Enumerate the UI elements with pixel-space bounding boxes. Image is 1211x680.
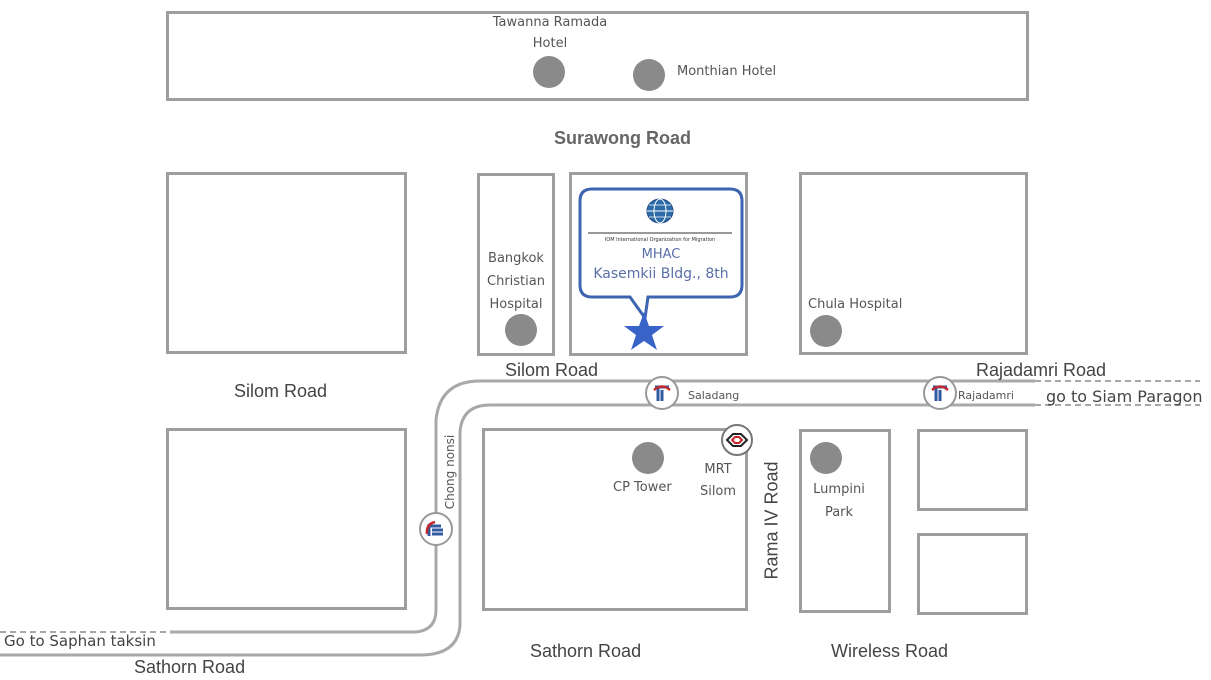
cp-tower-label: CP Tower — [613, 480, 672, 495]
block-left-upper — [166, 172, 407, 354]
iom-logo — [644, 197, 676, 225]
lumpini-marker — [810, 442, 842, 474]
iom-logo-text: IOM International Organization for Migra… — [604, 237, 716, 243]
globe-icon — [646, 198, 674, 224]
monthian-label: Monthian Hotel — [677, 64, 777, 79]
sathorn-road-mid-label: Sathorn Road — [530, 641, 642, 661]
silom-road-left-label: Silom Road — [234, 381, 328, 401]
bts-chong-nonsi-station — [419, 512, 453, 546]
bts-rajadamri-station — [923, 376, 957, 410]
rajadamri-station-label: Rajadamri — [958, 389, 1014, 402]
block-hotels — [166, 11, 1029, 101]
chula-label: Chula Hospital — [808, 297, 903, 312]
surawong-road-label: Surawong Road — [554, 128, 692, 148]
sathorn-road-left-label: Sathorn Road — [134, 657, 246, 677]
bts-icon — [425, 520, 443, 536]
saphan-taksin-label: Go to Saphan taksin — [4, 632, 156, 650]
chong-nonsi-label: Chong nonsi — [443, 434, 457, 510]
block-right-small-1 — [917, 429, 1028, 511]
tawanna-label: Tawanna Ramada Hotel — [492, 15, 608, 51]
bts-icon — [653, 385, 671, 401]
silom-road-top-label: Silom Road — [505, 360, 599, 380]
bangkok-christian-marker — [505, 314, 537, 346]
mhac-label: MHAC — [641, 247, 681, 262]
cp-tower-marker — [632, 442, 664, 474]
siam-paragon-label: go to Siam Paragon — [1046, 387, 1203, 406]
kasemkij-label: Kasemkii Bldg., 8th — [593, 266, 729, 282]
rama4-road-label: Rama IV Road — [761, 461, 782, 580]
wireless-road-label: Wireless Road — [831, 641, 949, 661]
block-right-small-2 — [917, 533, 1028, 615]
mrt-silom-label: MRT Silom — [699, 462, 737, 499]
bts-icon — [931, 385, 949, 401]
mrt-icon — [725, 433, 749, 447]
block-cp-tower — [482, 428, 748, 611]
lumpini-label: Lumpini Park — [813, 482, 865, 520]
chula-marker — [810, 315, 842, 347]
saladang-label: Saladang — [688, 389, 740, 402]
mrt-silom-station — [721, 424, 753, 456]
rajadamri-road-label: Rajadamri Road — [976, 360, 1107, 380]
monthian-marker — [633, 59, 665, 91]
block-left-lower — [166, 428, 407, 610]
bts-saladang-station — [645, 376, 679, 410]
bangkok-christian-label: Bangkok Christian Hospital — [487, 251, 545, 312]
tawanna-marker — [533, 56, 565, 88]
